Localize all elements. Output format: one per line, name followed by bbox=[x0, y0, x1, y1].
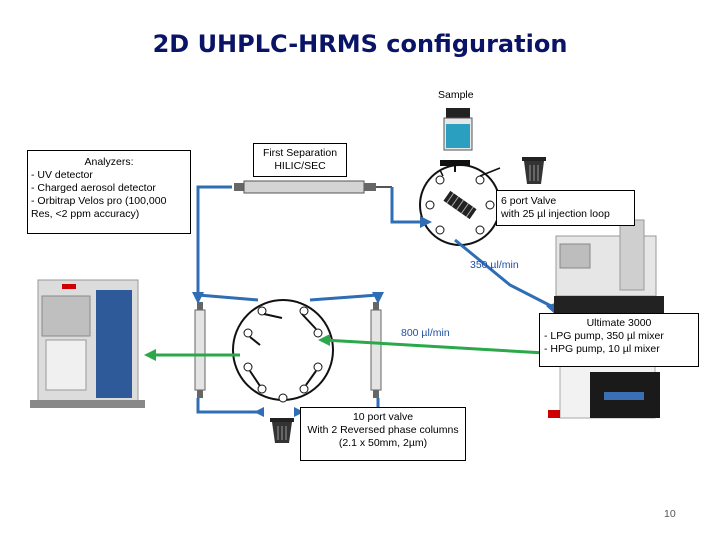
ten-port-valve-box: 10 port valve With 2 Reversed phase colu… bbox=[300, 407, 466, 461]
injector-needle-icon bbox=[440, 160, 470, 166]
analyzer-item: - Charged aerosol detector bbox=[31, 182, 156, 194]
analyzer-item: - Orbitrap Velos pro (100,000 bbox=[31, 195, 167, 207]
ultimate-line1: Ultimate 3000 bbox=[586, 317, 652, 329]
ultimate-line3: - HPG pump, 10 µl mixer bbox=[544, 343, 660, 355]
six-port-valve-icon bbox=[419, 164, 501, 246]
page-number: 10 bbox=[664, 508, 676, 520]
waste-bin-top-icon bbox=[522, 157, 546, 184]
mass-spectrometer-icon bbox=[30, 279, 145, 408]
ultimate-line2: - LPG pump, 350 µl mixer bbox=[544, 330, 664, 342]
first-separation-line1: First Separation bbox=[262, 147, 338, 159]
analyzer-item: Res, <2 ppm accuracy) bbox=[31, 208, 140, 220]
six-port-line2: with 25 µl injection loop bbox=[501, 208, 610, 220]
six-port-line1: 6 port Valve bbox=[501, 195, 557, 207]
six-port-valve-box: 6 port Valve with 25 µl injection loop bbox=[496, 190, 635, 226]
analyzers-box: Analyzers: - UV detector - Charged aeros… bbox=[27, 150, 191, 234]
ten-port-line2: With 2 Reversed phase columns bbox=[307, 424, 459, 436]
waste-bin-bottom-icon bbox=[270, 418, 294, 443]
blue-flow-lines bbox=[196, 185, 556, 414]
ultimate-3000-box: Ultimate 3000 - LPG pump, 350 µl mixer -… bbox=[539, 313, 699, 367]
analyzers-heading: Analyzers: bbox=[84, 156, 134, 168]
ten-port-line3: (2.1 x 50mm, 2µm) bbox=[338, 437, 428, 449]
ten-port-line1: 10 port valve bbox=[352, 411, 414, 423]
sample-vial-icon bbox=[443, 108, 473, 151]
rp-column-right-icon bbox=[370, 302, 382, 398]
green-arrowheads bbox=[144, 334, 330, 361]
page-title: 2D UHPLC-HRMS configuration bbox=[152, 30, 568, 58]
green-flow-lines bbox=[150, 338, 546, 357]
first-separation-line2: HILIC/SEC bbox=[274, 160, 326, 172]
sample-label: Sample bbox=[438, 89, 474, 101]
analyzer-item: - UV detector bbox=[31, 169, 93, 181]
flow-rate-800: 800 µl/min bbox=[401, 327, 450, 339]
flow-rate-350: 350 µl/min bbox=[470, 259, 519, 271]
ten-port-valve-icon bbox=[232, 299, 334, 403]
hilic-column-icon bbox=[234, 180, 392, 194]
first-separation-box: First Separation HILIC/SEC bbox=[253, 143, 347, 177]
rp-column-left-icon bbox=[194, 302, 206, 398]
